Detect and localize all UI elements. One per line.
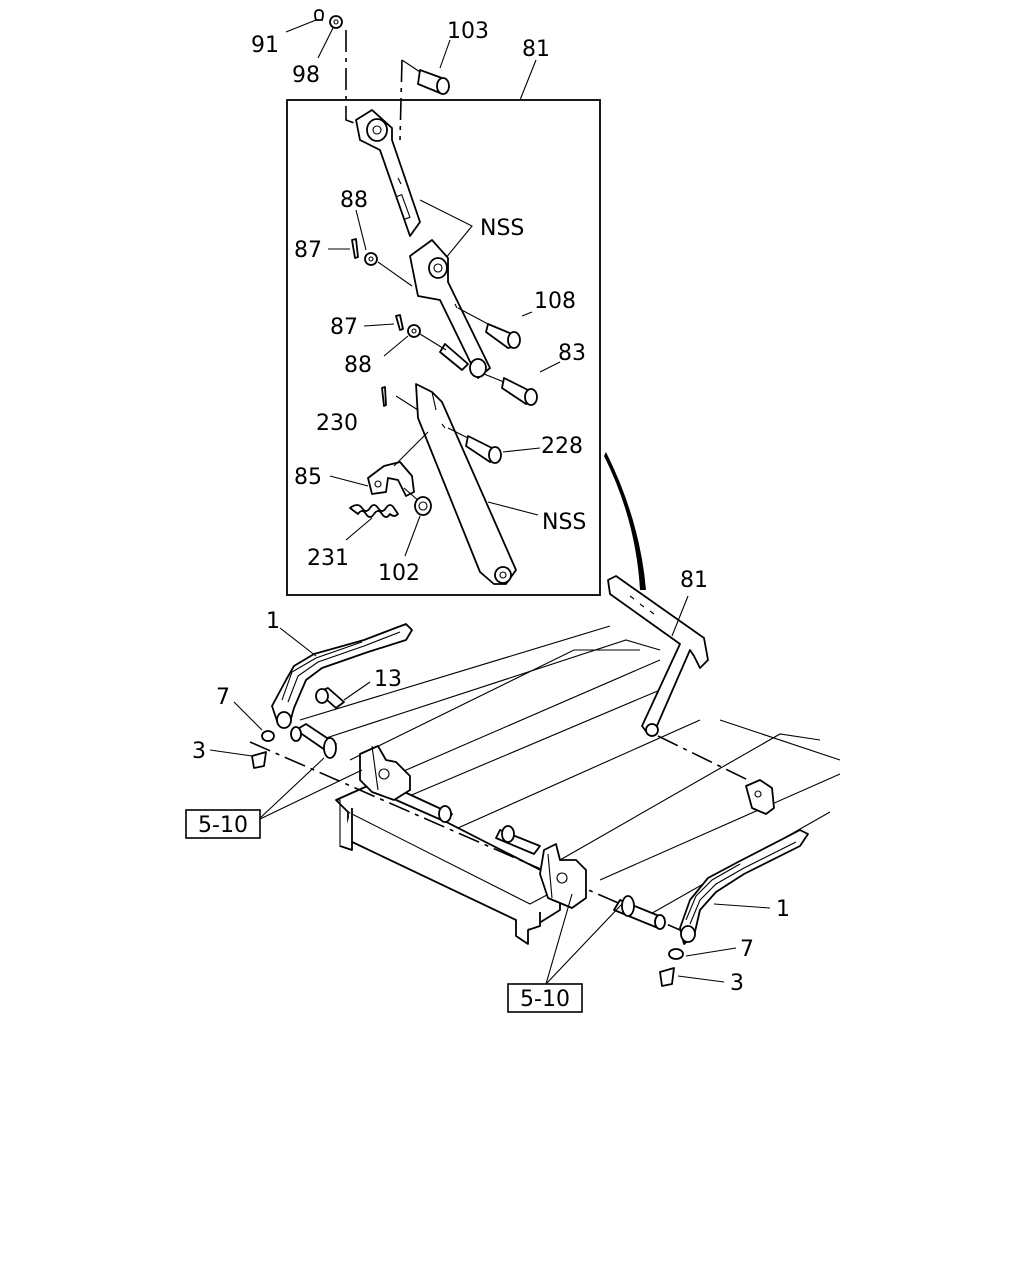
cotter-87-top-icon — [328, 238, 359, 259]
pin-228-icon — [447, 427, 541, 464]
label-231: 231 — [307, 546, 349, 571]
pin-103-icon — [417, 39, 451, 95]
pin-108-icon — [457, 307, 533, 349]
label-230: 230 — [316, 411, 358, 436]
label-13: 13 — [374, 667, 402, 692]
label-91: 91 — [251, 33, 279, 58]
label-7-right: 7 — [740, 937, 754, 962]
detail-inset-frame — [286, 99, 601, 596]
washer-98-icon — [317, 15, 343, 59]
label-nss-top: NSS — [480, 216, 524, 241]
latch-85-icon — [329, 431, 429, 503]
label-7-left: 7 — [216, 685, 230, 710]
chassis-frame-rails — [299, 625, 841, 921]
washer-88-top-icon — [355, 209, 413, 287]
bushing-102-icon — [404, 496, 432, 557]
label-81-right: 81 — [680, 568, 708, 593]
label-103: 103 — [447, 19, 489, 44]
label-87-top: 87 — [294, 238, 322, 263]
spring-231-icon — [345, 504, 399, 541]
label-3-right: 3 — [730, 971, 744, 996]
left-mount-bracket — [359, 745, 411, 801]
leader-103-pin — [401, 59, 421, 73]
label-83: 83 — [558, 341, 586, 366]
label-85: 85 — [294, 465, 322, 490]
right-handle-1 — [679, 829, 809, 945]
washer-88-lower-icon — [383, 324, 447, 357]
label-102: 102 — [378, 561, 420, 586]
left-handle-1 — [271, 623, 413, 729]
upper-link-nss — [355, 109, 421, 237]
leader-nss-top — [419, 199, 473, 271]
label-3-left: 3 — [192, 739, 206, 764]
cotter-230-icon — [381, 386, 419, 411]
ref-5-10-left[interactable]: 5-10 — [185, 757, 363, 839]
cotter-87-lower-icon — [363, 314, 404, 331]
leader-nss-bottom — [487, 501, 539, 516]
bolt-13-icon — [315, 681, 371, 709]
label-88-lower: 88 — [344, 353, 372, 378]
cab-tilt-shaft — [249, 723, 681, 931]
label-1-left: 1 — [266, 609, 280, 634]
assembly-line-103 — [399, 59, 403, 141]
clip-91-icon — [285, 9, 324, 33]
label-98: 98 — [292, 63, 320, 88]
ref-5-10-left-label: 5-10 — [198, 813, 248, 838]
label-88-top: 88 — [340, 188, 368, 213]
bolt-3-left-icon — [209, 749, 267, 769]
label-108: 108 — [534, 289, 576, 314]
right-mount-bracket — [539, 843, 587, 909]
washer-7-left-icon — [233, 701, 275, 742]
label-nss-bottom: NSS — [542, 510, 586, 535]
label-87-lower: 87 — [330, 315, 358, 340]
ref-5-10-bottom-label: 5-10 — [520, 987, 570, 1012]
label-81-top: 81 — [522, 37, 550, 62]
leader-81-top — [519, 59, 537, 101]
label-228: 228 — [541, 434, 583, 459]
assembly-line-98 — [345, 30, 363, 127]
pin-83-icon — [483, 361, 561, 406]
ref-5-10-bottom[interactable]: 5-10 — [507, 893, 623, 1013]
right-latch-bracket — [745, 779, 775, 815]
tilt-lever-81 — [607, 575, 749, 781]
bolt-3-right-icon — [659, 967, 725, 987]
lower-link-nss — [415, 383, 517, 585]
label-1-right: 1 — [776, 897, 790, 922]
middle-link — [409, 239, 491, 379]
detail-callout-arrow — [604, 452, 646, 590]
washer-7-right-icon — [668, 947, 737, 960]
